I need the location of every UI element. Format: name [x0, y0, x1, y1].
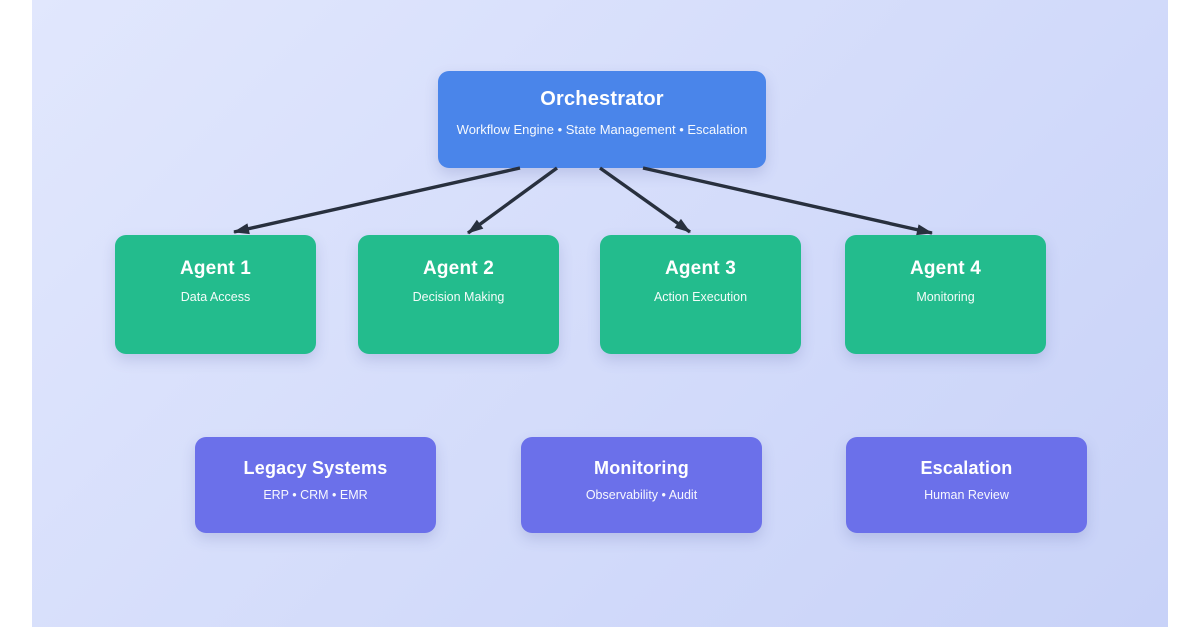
orchestrator-node: Orchestrator Workflow Engine • State Man… — [438, 71, 766, 168]
agent-3-title: Agent 3 — [664, 258, 737, 279]
orchestrator-subtitle: Workflow Engine • State Management • Esc… — [456, 122, 748, 137]
legacy-systems-title: Legacy Systems — [243, 458, 388, 478]
support-node-escalation: Escalation Human Review — [846, 437, 1087, 533]
escalation-subtitle: Human Review — [924, 488, 1009, 502]
support-node-monitoring: Monitoring Observability • Audit — [521, 437, 762, 533]
agent-3-subtitle: Action Execution — [653, 290, 748, 304]
agent-2-title: Agent 2 — [422, 258, 495, 279]
agent-node-2: Agent 2 Decision Making — [358, 235, 559, 354]
agent-1-title: Agent 1 — [179, 258, 252, 279]
agent-node-3: Agent 3 Action Execution — [600, 235, 801, 354]
monitoring-subtitle: Observability • Audit — [585, 488, 698, 502]
agent-2-subtitle: Decision Making — [412, 290, 505, 304]
monitoring-title: Monitoring — [594, 458, 689, 478]
agent-node-4: Agent 4 Monitoring — [845, 235, 1046, 354]
escalation-title: Escalation — [920, 458, 1013, 478]
agent-4-title: Agent 4 — [909, 258, 982, 279]
agent-node-1: Agent 1 Data Access — [115, 235, 316, 354]
agent-4-subtitle: Monitoring — [916, 290, 975, 304]
agent-1-subtitle: Data Access — [180, 290, 251, 304]
legacy-systems-subtitle: ERP • CRM • EMR — [263, 488, 368, 502]
orchestrator-title: Orchestrator — [540, 88, 664, 110]
support-node-legacy-systems: Legacy Systems ERP • CRM • EMR — [195, 437, 436, 533]
